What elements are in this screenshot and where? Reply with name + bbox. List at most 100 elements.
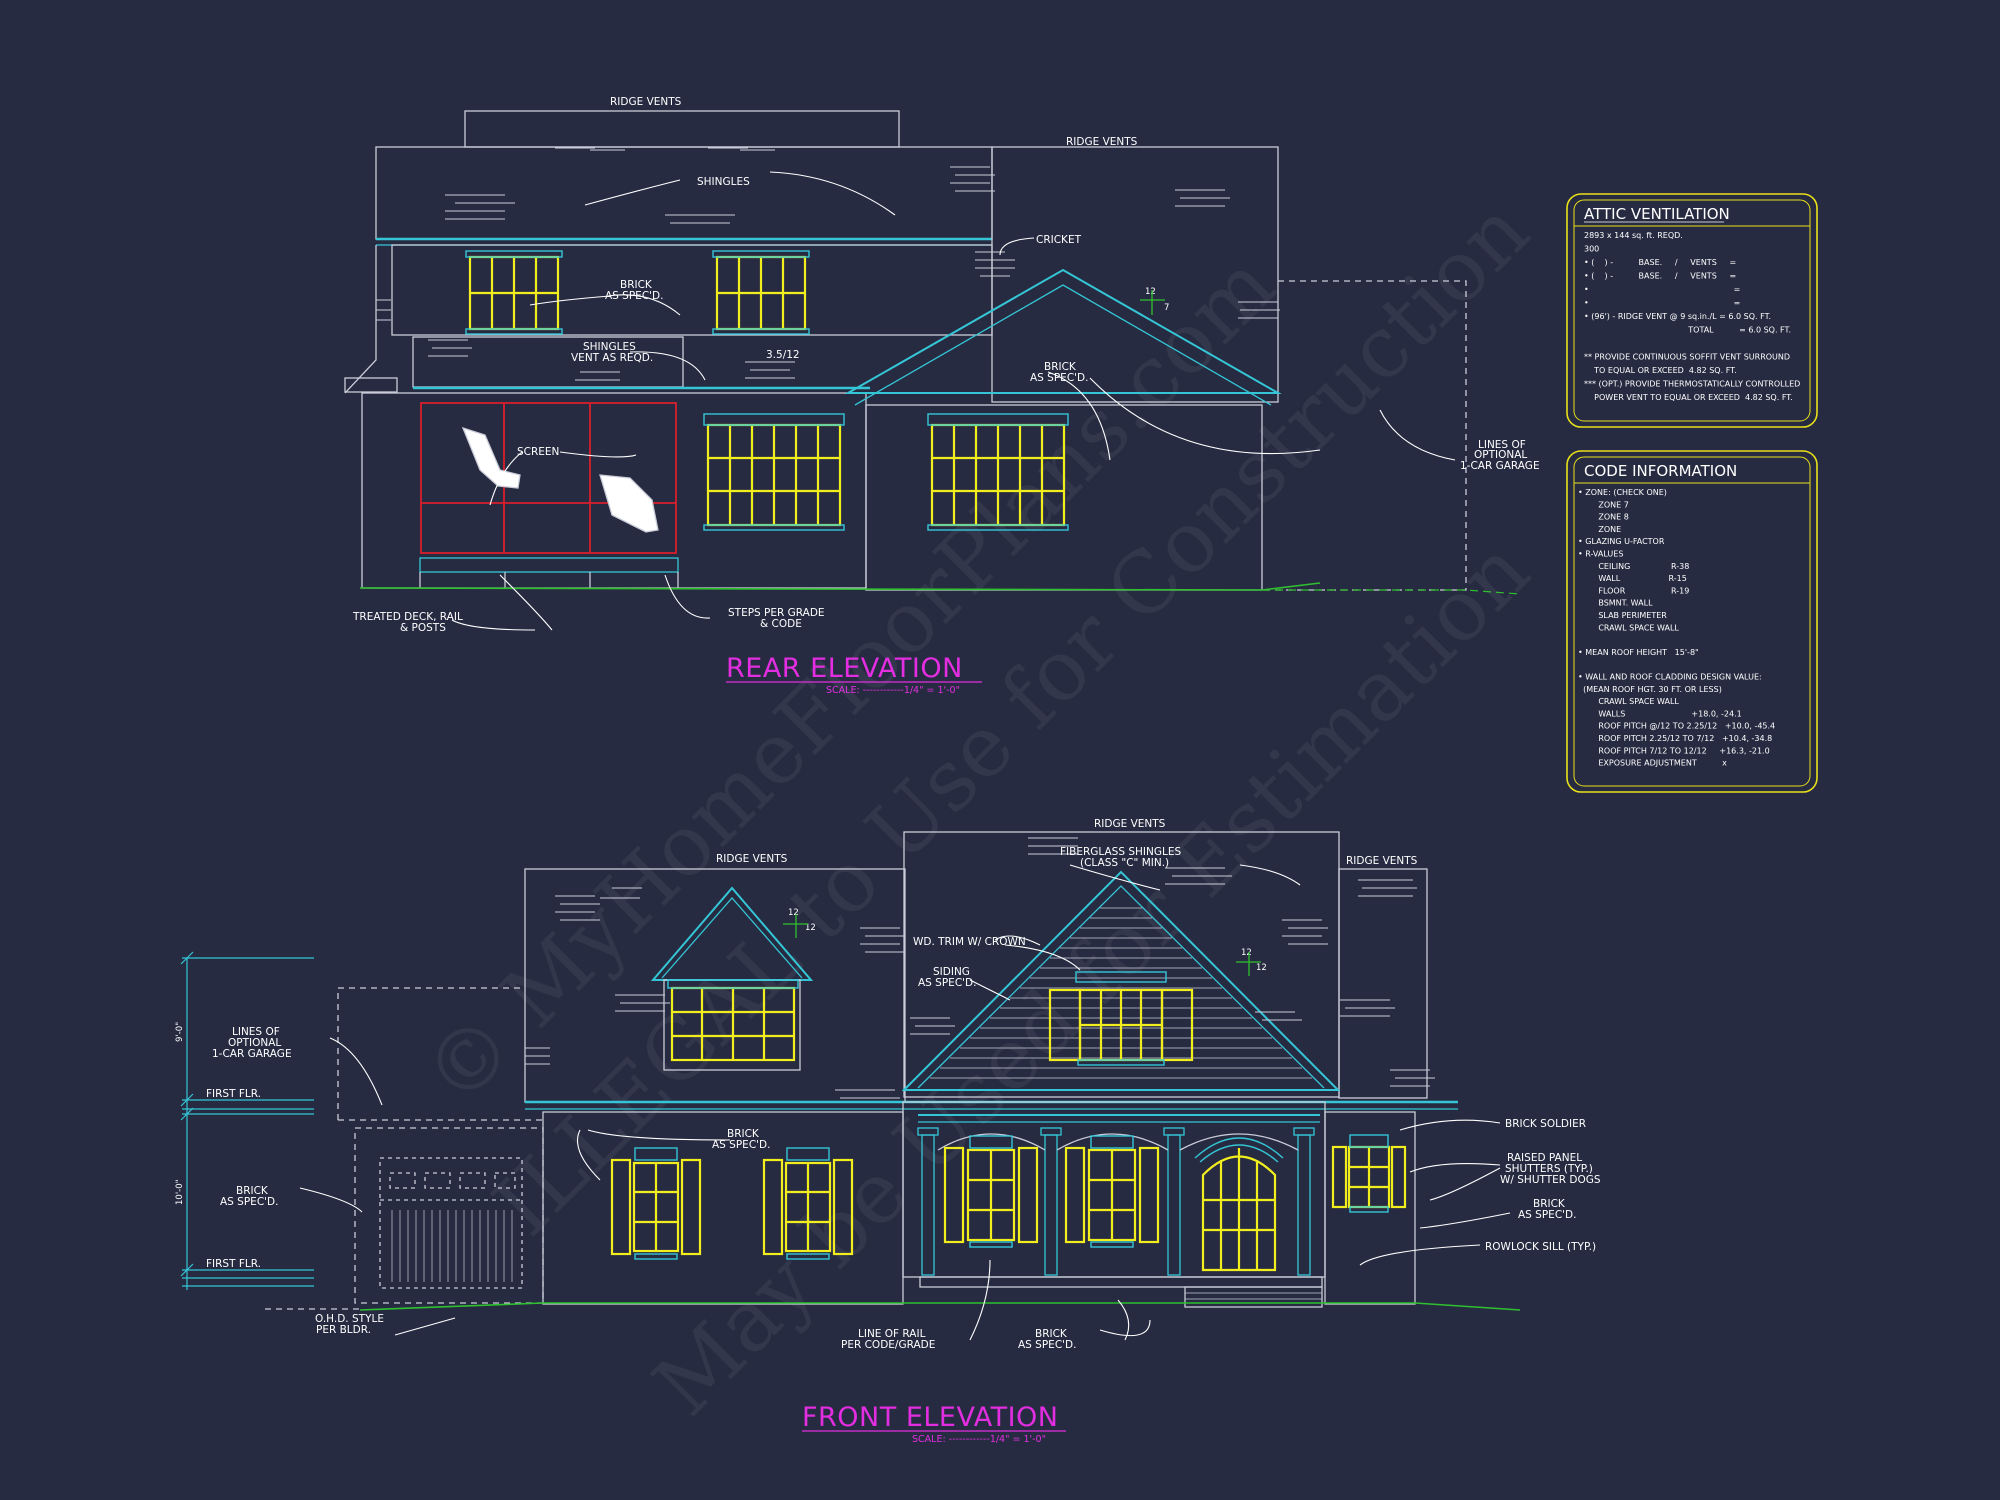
front-fiberglass-class-label: (CLASS "C" MIN.) bbox=[1080, 857, 1169, 869]
front-first-flr-label: FIRST FLR. bbox=[206, 1088, 261, 1100]
attic-ventilation-line: • ( ) - BASE. / VENTS = bbox=[1584, 258, 1736, 267]
front-ridge-vents-left-label: RIDGE VENTS bbox=[716, 853, 788, 865]
front-rowlock-label: ROWLOCK SILL (TYP.) bbox=[1485, 1241, 1596, 1253]
front-rail-label: LINE OF RAIL bbox=[858, 1328, 926, 1340]
code-information-line: CRAWL SPACE WALL bbox=[1578, 623, 1679, 632]
rear-windows bbox=[468, 255, 1066, 527]
front-brick-left-spec-label: AS SPEC'D. bbox=[220, 1196, 278, 1208]
attic-ventilation-line: 300 bbox=[1584, 245, 1599, 254]
rear-steps-code-label: & CODE bbox=[760, 618, 802, 630]
rear-labels: RIDGE VENTS RIDGE VENTS SHINGLES CRICKET… bbox=[352, 96, 1540, 634]
front-optional-label-2: OPTIONAL bbox=[228, 1037, 281, 1049]
attic-ventilation-line: • = bbox=[1584, 285, 1740, 294]
attic-ventilation-line: TO EQUAL OR EXCEED 4.82 SQ. FT. bbox=[1584, 366, 1737, 375]
rear-steps-label: STEPS PER GRADE bbox=[728, 607, 825, 619]
front-siding-label: SIDING bbox=[933, 966, 970, 978]
front-pitch-left-b: 12 bbox=[805, 923, 816, 933]
code-information-line: • R-VALUES bbox=[1578, 550, 1623, 559]
attic-ventilation-line: • ( ) - BASE. / VENTS = bbox=[1584, 272, 1736, 281]
front-brick-soldier-label: BRICK SOLDIER bbox=[1505, 1118, 1586, 1130]
code-information-line: FLOOR R-19 bbox=[1578, 586, 1689, 595]
rear-ridge-vents-label: RIDGE VENTS bbox=[610, 96, 682, 108]
attic-ventilation-line: *** (OPT.) PROVIDE THERMOSTATICALLY CONT… bbox=[1584, 380, 1800, 389]
front-brick-left-label: BRICK bbox=[236, 1185, 269, 1197]
front-pitch-right-symbol bbox=[1236, 952, 1261, 976]
code-information-line: ROOF PITCH 7/12 TO 12/12 +16.3, -21.0 bbox=[1578, 746, 1770, 755]
front-brick-right-label: BRICK bbox=[1533, 1198, 1566, 1210]
front-rail-code-label: PER CODE/GRADE bbox=[841, 1339, 935, 1351]
watermark: © MyHomeFloorPlans.com ILLEGAL to Use fo… bbox=[405, 182, 1548, 1434]
code-information-line: ZONE bbox=[1578, 525, 1621, 534]
front-ridge-vents-top-label: RIDGE VENTS bbox=[1094, 818, 1166, 830]
attic-ventilation-line: TOTAL = 6.0 SQ. FT. bbox=[1584, 326, 1791, 335]
rear-shingles-label: SHINGLES bbox=[697, 176, 750, 188]
code-information-line: (MEAN ROOF HGT. 30 FT. OR LESS) bbox=[1578, 685, 1722, 694]
code-information-line: ZONE 8 bbox=[1578, 513, 1629, 522]
front-elevation-title: FRONT ELEVATION bbox=[802, 1402, 1059, 1433]
rear-brick-label: BRICK bbox=[620, 279, 653, 291]
code-information-line: CRAWL SPACE WALL bbox=[1578, 697, 1679, 706]
rear-vent-reqd-label: VENT AS REQD. bbox=[571, 352, 653, 364]
code-information-line: WALL R-15 bbox=[1578, 574, 1687, 583]
attic-ventilation-line: • = bbox=[1584, 299, 1740, 308]
front-labels: RIDGE VENTS RIDGE VENTS RIDGE VENTS FIBE… bbox=[175, 818, 1601, 1351]
front-window-trim bbox=[634, 971, 1389, 1260]
attic-ventilation-lines: 2893 x 144 sq. ft. REQD.300• ( ) - BASE.… bbox=[1584, 231, 1800, 402]
front-optional-label: LINES OF bbox=[232, 1026, 280, 1038]
code-information-line: ROOF PITCH 2.25/12 TO 7/12 +10.4, -34.8 bbox=[1578, 734, 1772, 743]
rear-leaders bbox=[451, 171, 1456, 631]
attic-ventilation-line: POWER VENT TO EQUAL OR EXCEED 4.82 SQ. F… bbox=[1584, 393, 1793, 402]
rear-optional-label-2: OPTIONAL bbox=[1474, 449, 1527, 461]
front-ohd-label: O.H.D. STYLE bbox=[315, 1313, 384, 1325]
rear-optional-label-3: 1-CAR GARAGE bbox=[1460, 460, 1540, 472]
rear-shingles-vent-label: SHINGLES bbox=[583, 341, 636, 353]
attic-ventilation-line: ** PROVIDE CONTINUOUS SOFFIT VENT SURROU… bbox=[1584, 353, 1790, 362]
front-brick-bottom-spec-label: AS SPEC'D. bbox=[1018, 1339, 1076, 1351]
rear-pitch-symbol bbox=[1140, 290, 1165, 315]
code-information-title: CODE INFORMATION bbox=[1584, 462, 1737, 480]
rear-cricket-label: CRICKET bbox=[1036, 234, 1082, 246]
rear-title-block: REAR ELEVATION SCALE: ------------1/4" =… bbox=[726, 653, 982, 696]
front-title-block: FRONT ELEVATION SCALE: ------------1/4" … bbox=[802, 1402, 1066, 1445]
rear-elevation-drawing bbox=[344, 110, 1521, 595]
front-brick-patches bbox=[525, 837, 1435, 1099]
front-ridge-vents-right-label: RIDGE VENTS bbox=[1346, 855, 1418, 867]
rear-brick-patches bbox=[376, 147, 1280, 381]
code-information-line: CEILING R-38 bbox=[1578, 562, 1689, 571]
front-dim-upper: 9'-0" bbox=[175, 1022, 185, 1042]
rear-scale-label: SCALE: ------------1/4" = 1'-0" bbox=[826, 685, 960, 696]
rear-screen-label: SCREEN bbox=[517, 446, 559, 458]
attic-ventilation-box: ATTIC VENTILATION 2893 x 144 sq. ft. REQ… bbox=[1566, 193, 1818, 428]
front-pitch-left-symbol bbox=[783, 914, 808, 938]
rear-brick-2-spec-label: AS SPEC'D. bbox=[1030, 372, 1088, 384]
rear-ridge-vents-right-label: RIDGE VENTS bbox=[1066, 136, 1138, 148]
front-siding-spec-label: AS SPEC'D. bbox=[918, 977, 976, 989]
front-scale-label: SCALE: ------------1/4" = 1'-0" bbox=[912, 1434, 1046, 1445]
front-dim-lower: 10'-0" bbox=[175, 1179, 185, 1205]
front-ohd-bldr-label: PER BLDR. bbox=[316, 1324, 371, 1336]
code-information-line: SLAB PERIMETER bbox=[1578, 611, 1667, 620]
rear-elevation-title: REAR ELEVATION bbox=[726, 653, 963, 684]
rear-deck-posts-label: & POSTS bbox=[400, 622, 446, 634]
front-shutters-typ-label: SHUTTERS (TYP.) bbox=[1505, 1163, 1593, 1175]
front-wd-trim-label: WD. TRIM W/ CROWN bbox=[913, 936, 1026, 948]
front-pitch-left-a: 12 bbox=[788, 908, 799, 918]
code-information-line: WALLS +18.0, -24.1 bbox=[1578, 709, 1742, 718]
front-brick-bottom-label: BRICK bbox=[1035, 1328, 1068, 1340]
code-information-line: BSMNT. WALL bbox=[1578, 599, 1653, 608]
rear-brick-spec-label: AS SPEC'D. bbox=[605, 290, 663, 302]
front-pitch-right-a: 12 bbox=[1241, 948, 1252, 958]
rear-optional-label: LINES OF bbox=[1478, 439, 1526, 451]
rear-deck-label: TREATED DECK, RAIL bbox=[352, 611, 463, 623]
front-leaders bbox=[299, 864, 1511, 1341]
code-information-line: ROOF PITCH @/12 TO 2.25/12 +10.0, -45.4 bbox=[1578, 722, 1775, 731]
front-brick-mid-spec-label: AS SPEC'D. bbox=[712, 1139, 770, 1151]
front-shutter-dogs-label: W/ SHUTTER DOGS bbox=[1500, 1174, 1601, 1186]
attic-ventilation-line: • (96') - RIDGE VENT @ 9 sq.in./L = 6.0 … bbox=[1584, 312, 1771, 321]
rear-window-trim bbox=[465, 250, 1069, 531]
front-optional-label-3: 1-CAR GARAGE bbox=[212, 1048, 292, 1060]
attic-ventilation-title: ATTIC VENTILATION bbox=[1584, 205, 1730, 223]
code-information-line: • ZONE: (CHECK ONE) bbox=[1578, 488, 1667, 497]
rear-pitch-7-label: 7 bbox=[1164, 303, 1169, 313]
